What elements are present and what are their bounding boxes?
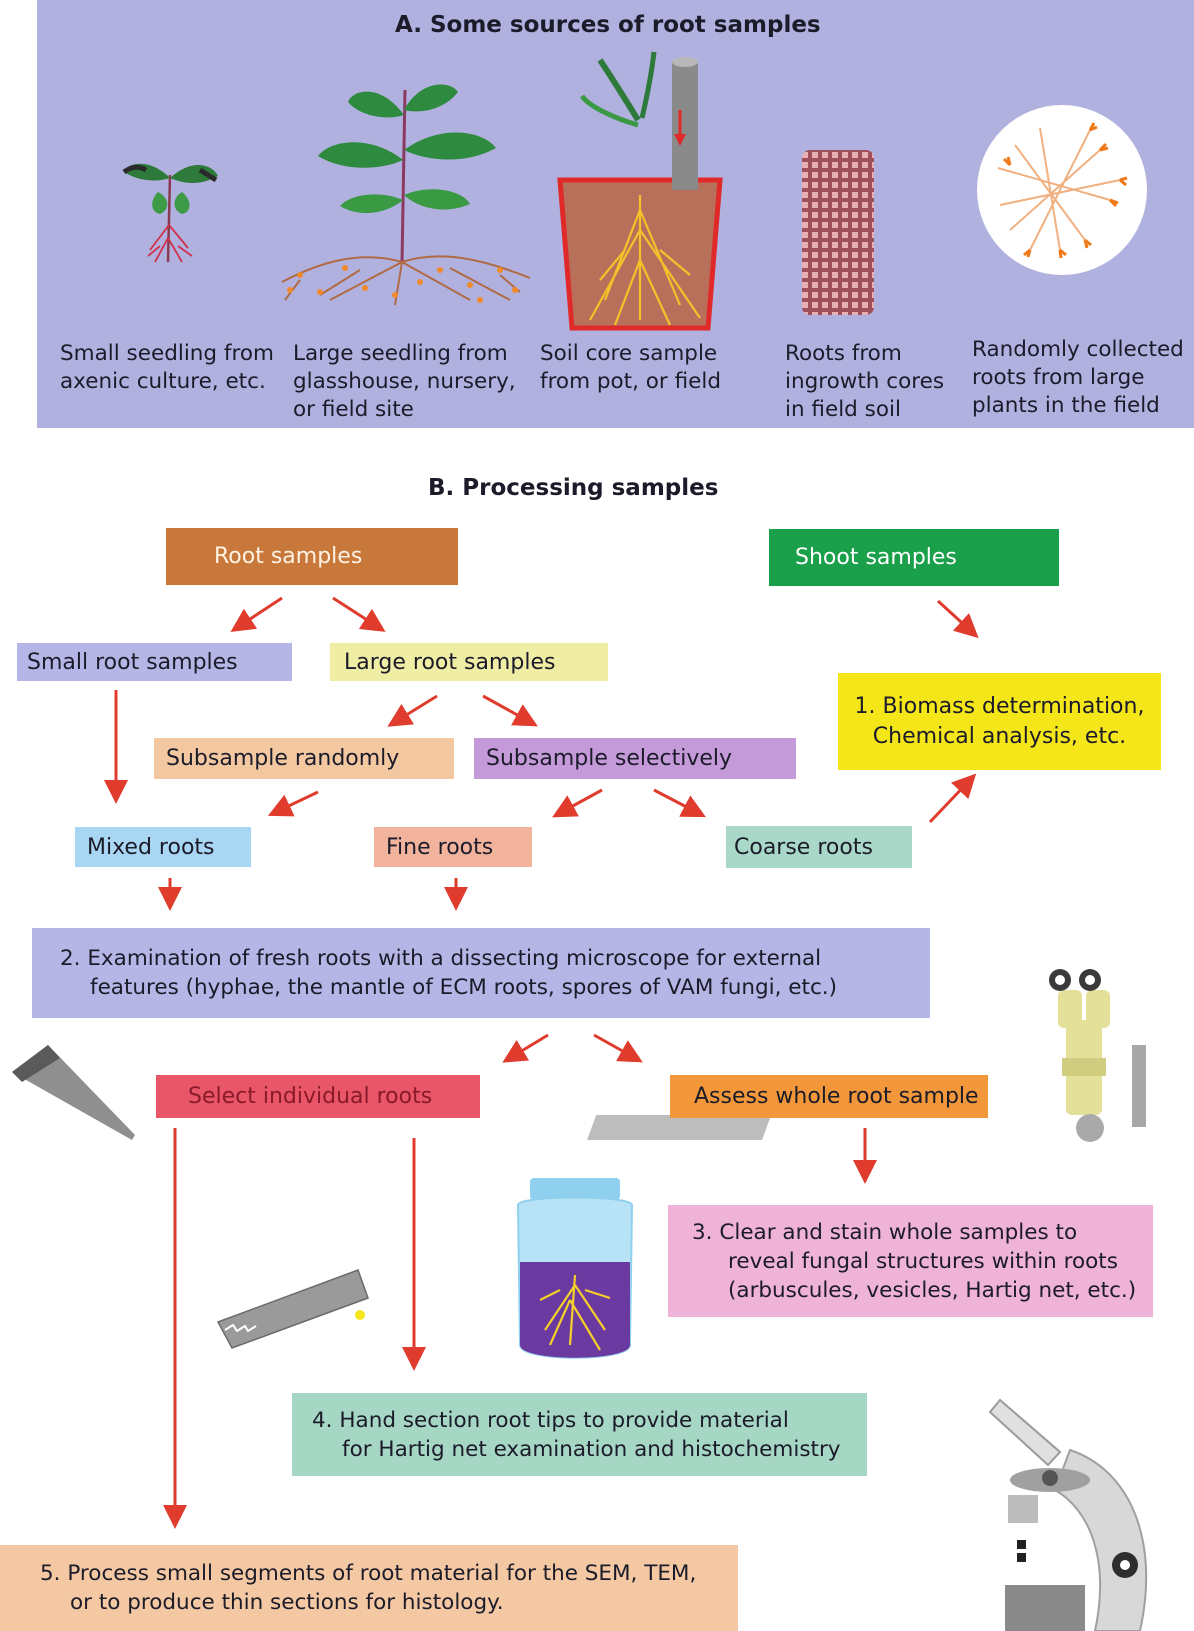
compound-microscope-illustration <box>988 1398 1148 1631</box>
razor-blade-illustration <box>216 1269 369 1349</box>
large-seedling-illustration <box>281 84 531 306</box>
coarse-roots-box: Coarse roots <box>726 826 912 868</box>
small-seedling-illustration <box>122 163 218 263</box>
select-individual-roots-box: Select individual roots <box>156 1075 480 1118</box>
arrow-step2-to-assess <box>593 1033 643 1063</box>
arrow-selective-to-coarse <box>653 788 706 818</box>
arrow-selective-to-fine <box>552 788 603 818</box>
step2-examination-box: 2. Examination of fresh roots with a dis… <box>32 928 930 1018</box>
root-samples-box: Root samples <box>166 528 458 585</box>
large-root-samples-box: Large root samples <box>330 643 608 681</box>
small-root-samples-box: Small root samples <box>17 643 292 681</box>
section-a-title: A. Some sources of root samples <box>395 12 821 38</box>
section-b-title: B. Processing samples <box>428 475 719 501</box>
random-roots-illustration <box>977 105 1147 275</box>
mixed-roots-box: Mixed roots <box>75 827 251 867</box>
arrow-shoot-to-biomass <box>936 599 979 639</box>
assess-whole-root-sample-box: Assess whole root sample <box>670 1075 988 1118</box>
arrow-root-to-large <box>332 596 386 632</box>
step5-process-segments-box: 5. Process small segments of root materi… <box>0 1545 738 1631</box>
arrow-step2-to-select <box>502 1033 549 1063</box>
dissecting-microscope-illustration <box>587 969 1146 1142</box>
arrow-root-to-small <box>230 596 283 632</box>
scalpel-illustration <box>12 1045 135 1140</box>
shoot-samples-box: Shoot samples <box>769 529 1059 586</box>
subsample-selectively-box: Subsample selectively <box>474 738 796 779</box>
step4-hand-section-box: 4. Hand section root tips to provide mat… <box>292 1393 867 1476</box>
arrow-large-to-random <box>387 694 438 727</box>
section-a-illustrations <box>122 51 1147 331</box>
fine-roots-box: Fine roots <box>374 827 532 867</box>
subsample-randomly-box: Subsample randomly <box>154 738 454 779</box>
ingrowth-core-illustration <box>802 150 874 315</box>
arrow-random-to-mixed <box>267 790 319 817</box>
arrow-coarse-to-biomass <box>928 773 977 824</box>
specimen-jar-illustration <box>516 1178 634 1359</box>
biomass-determination-box: 1. Biomass determination,Chemical analys… <box>838 673 1161 770</box>
arrow-large-to-selective <box>482 694 538 727</box>
soil-core-pot-illustration <box>557 51 723 331</box>
